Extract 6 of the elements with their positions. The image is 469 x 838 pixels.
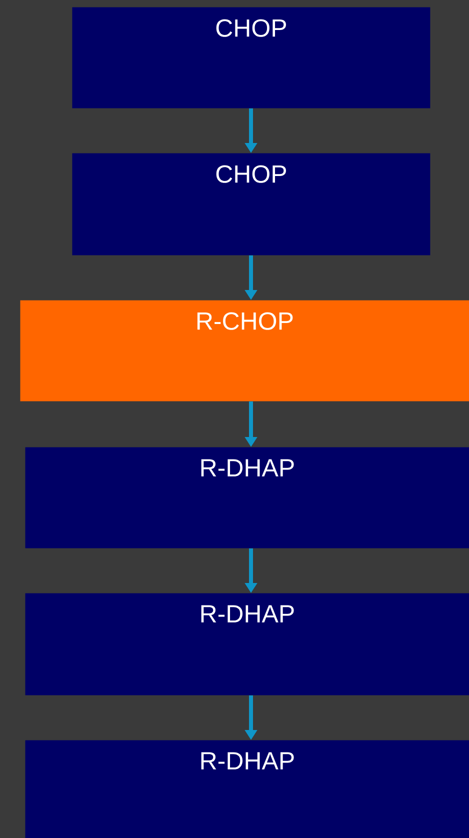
process-box: R-DHAP: [25, 593, 469, 696]
process-box: CHOP: [72, 7, 430, 108]
process-box: R-DHAP: [25, 447, 469, 548]
process-box: CHOP: [72, 153, 430, 256]
process-box: R-DHAP: [25, 740, 469, 838]
process-box: R-CHOP: [20, 300, 469, 402]
